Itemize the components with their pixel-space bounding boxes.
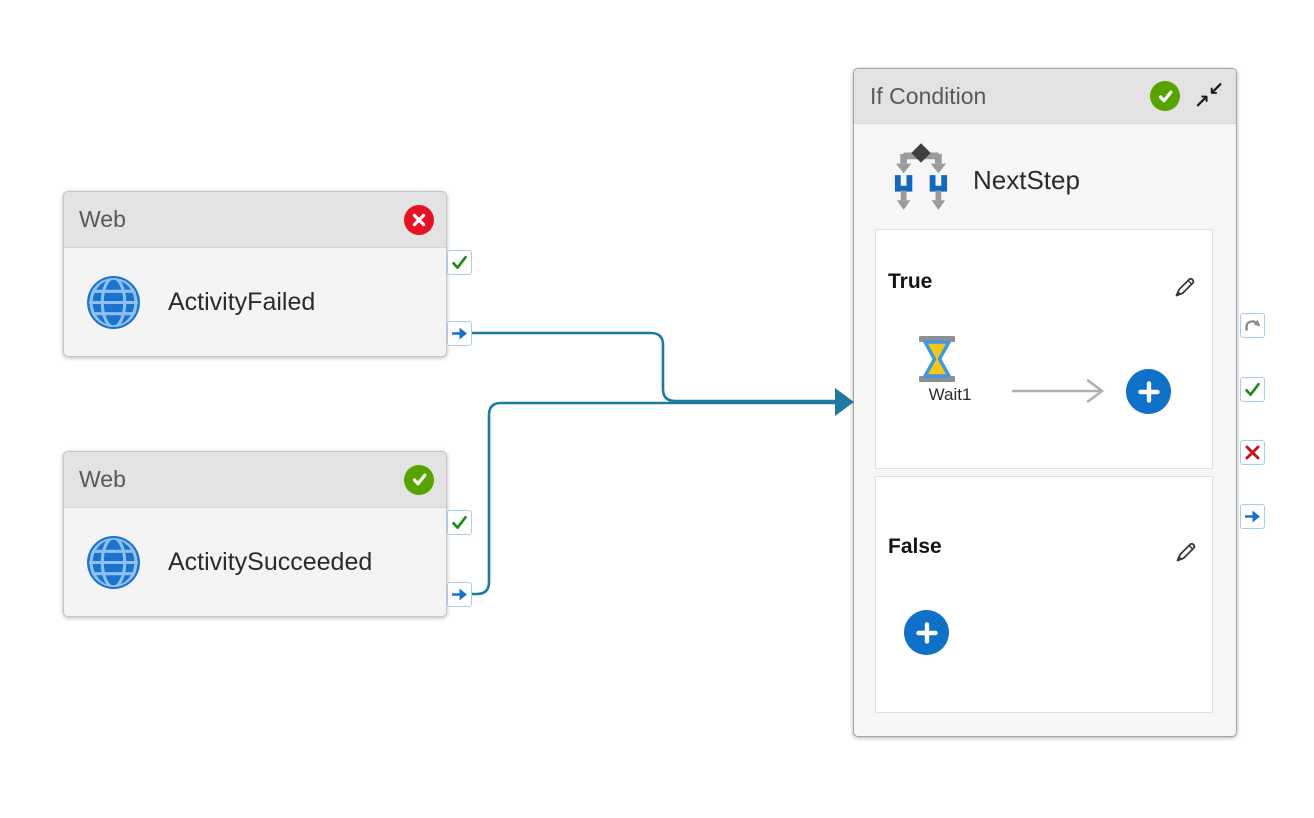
- web-activity-icon: [85, 274, 142, 331]
- port-success-web-succeeded[interactable]: [447, 510, 472, 535]
- connector-arrowhead-icon: [835, 388, 854, 416]
- false-branch-panel[interactable]: False: [875, 476, 1213, 713]
- node-type-label: Web: [79, 206, 126, 232]
- node-type-label: Web: [79, 466, 126, 492]
- status-error-icon: [404, 204, 434, 235]
- node-header: Web: [64, 192, 446, 248]
- wait-activity[interactable]: Wait1: [916, 336, 984, 405]
- activity-node-if-condition[interactable]: If Condition ↙ ↗: [853, 68, 1237, 737]
- if-condition-icon: [893, 142, 949, 218]
- true-branch-panel[interactable]: True Wait1: [875, 229, 1213, 469]
- flow-arrow-icon: [1012, 378, 1110, 404]
- connector-activitysucceeded-to-nextstep[interactable]: [472, 401, 837, 596]
- port-success-if-condition[interactable]: [1240, 377, 1265, 402]
- node-header: Web: [64, 452, 446, 508]
- port-skipped-if-condition[interactable]: [1240, 313, 1265, 338]
- port-failure-if-condition[interactable]: [1240, 440, 1265, 465]
- edit-true-branch-pencil-icon[interactable]: [1171, 274, 1198, 301]
- collapse-icon[interactable]: ↙ ↗: [1194, 79, 1224, 113]
- collapse-arrow-bottomleft: ↗: [1194, 92, 1210, 113]
- port-completion-web-succeeded[interactable]: [447, 582, 472, 607]
- true-branch-label: True: [888, 270, 933, 293]
- activity-node-web-failed[interactable]: Web ActivityFailed: [63, 191, 447, 357]
- add-activity-true-button[interactable]: [1126, 369, 1171, 414]
- activity-node-web-succeeded[interactable]: Web ActivitySucceeded: [63, 451, 447, 617]
- hourglass-icon: [919, 336, 955, 382]
- node-body: ActivityFailed: [64, 248, 446, 357]
- status-success-icon: [1150, 81, 1180, 111]
- port-completion-if-condition[interactable]: [1240, 504, 1265, 529]
- add-activity-false-button[interactable]: [904, 610, 949, 655]
- node-body: ActivitySucceeded: [64, 508, 446, 617]
- wait-activity-name: Wait1: [928, 385, 972, 404]
- activity-name: ActivityFailed: [168, 288, 316, 316]
- edit-false-branch-pencil-icon[interactable]: [1172, 539, 1199, 566]
- if-condition-title-row: NextStep: [893, 141, 1216, 219]
- port-success-web-failed[interactable]: [447, 250, 472, 275]
- false-branch-label: False: [888, 535, 942, 558]
- node-type-label: If Condition: [870, 82, 987, 109]
- port-completion-web-failed[interactable]: [447, 321, 472, 346]
- connector-activityfailed-to-nextstep[interactable]: [472, 331, 837, 403]
- collapse-arrow-topright: ↙: [1208, 79, 1224, 100]
- node-header: If Condition ↙ ↗: [854, 69, 1236, 124]
- activity-name: NextStep: [973, 164, 1080, 195]
- activity-name: ActivitySucceeded: [168, 548, 373, 576]
- web-activity-icon: [85, 534, 142, 591]
- status-success-icon: [404, 464, 434, 495]
